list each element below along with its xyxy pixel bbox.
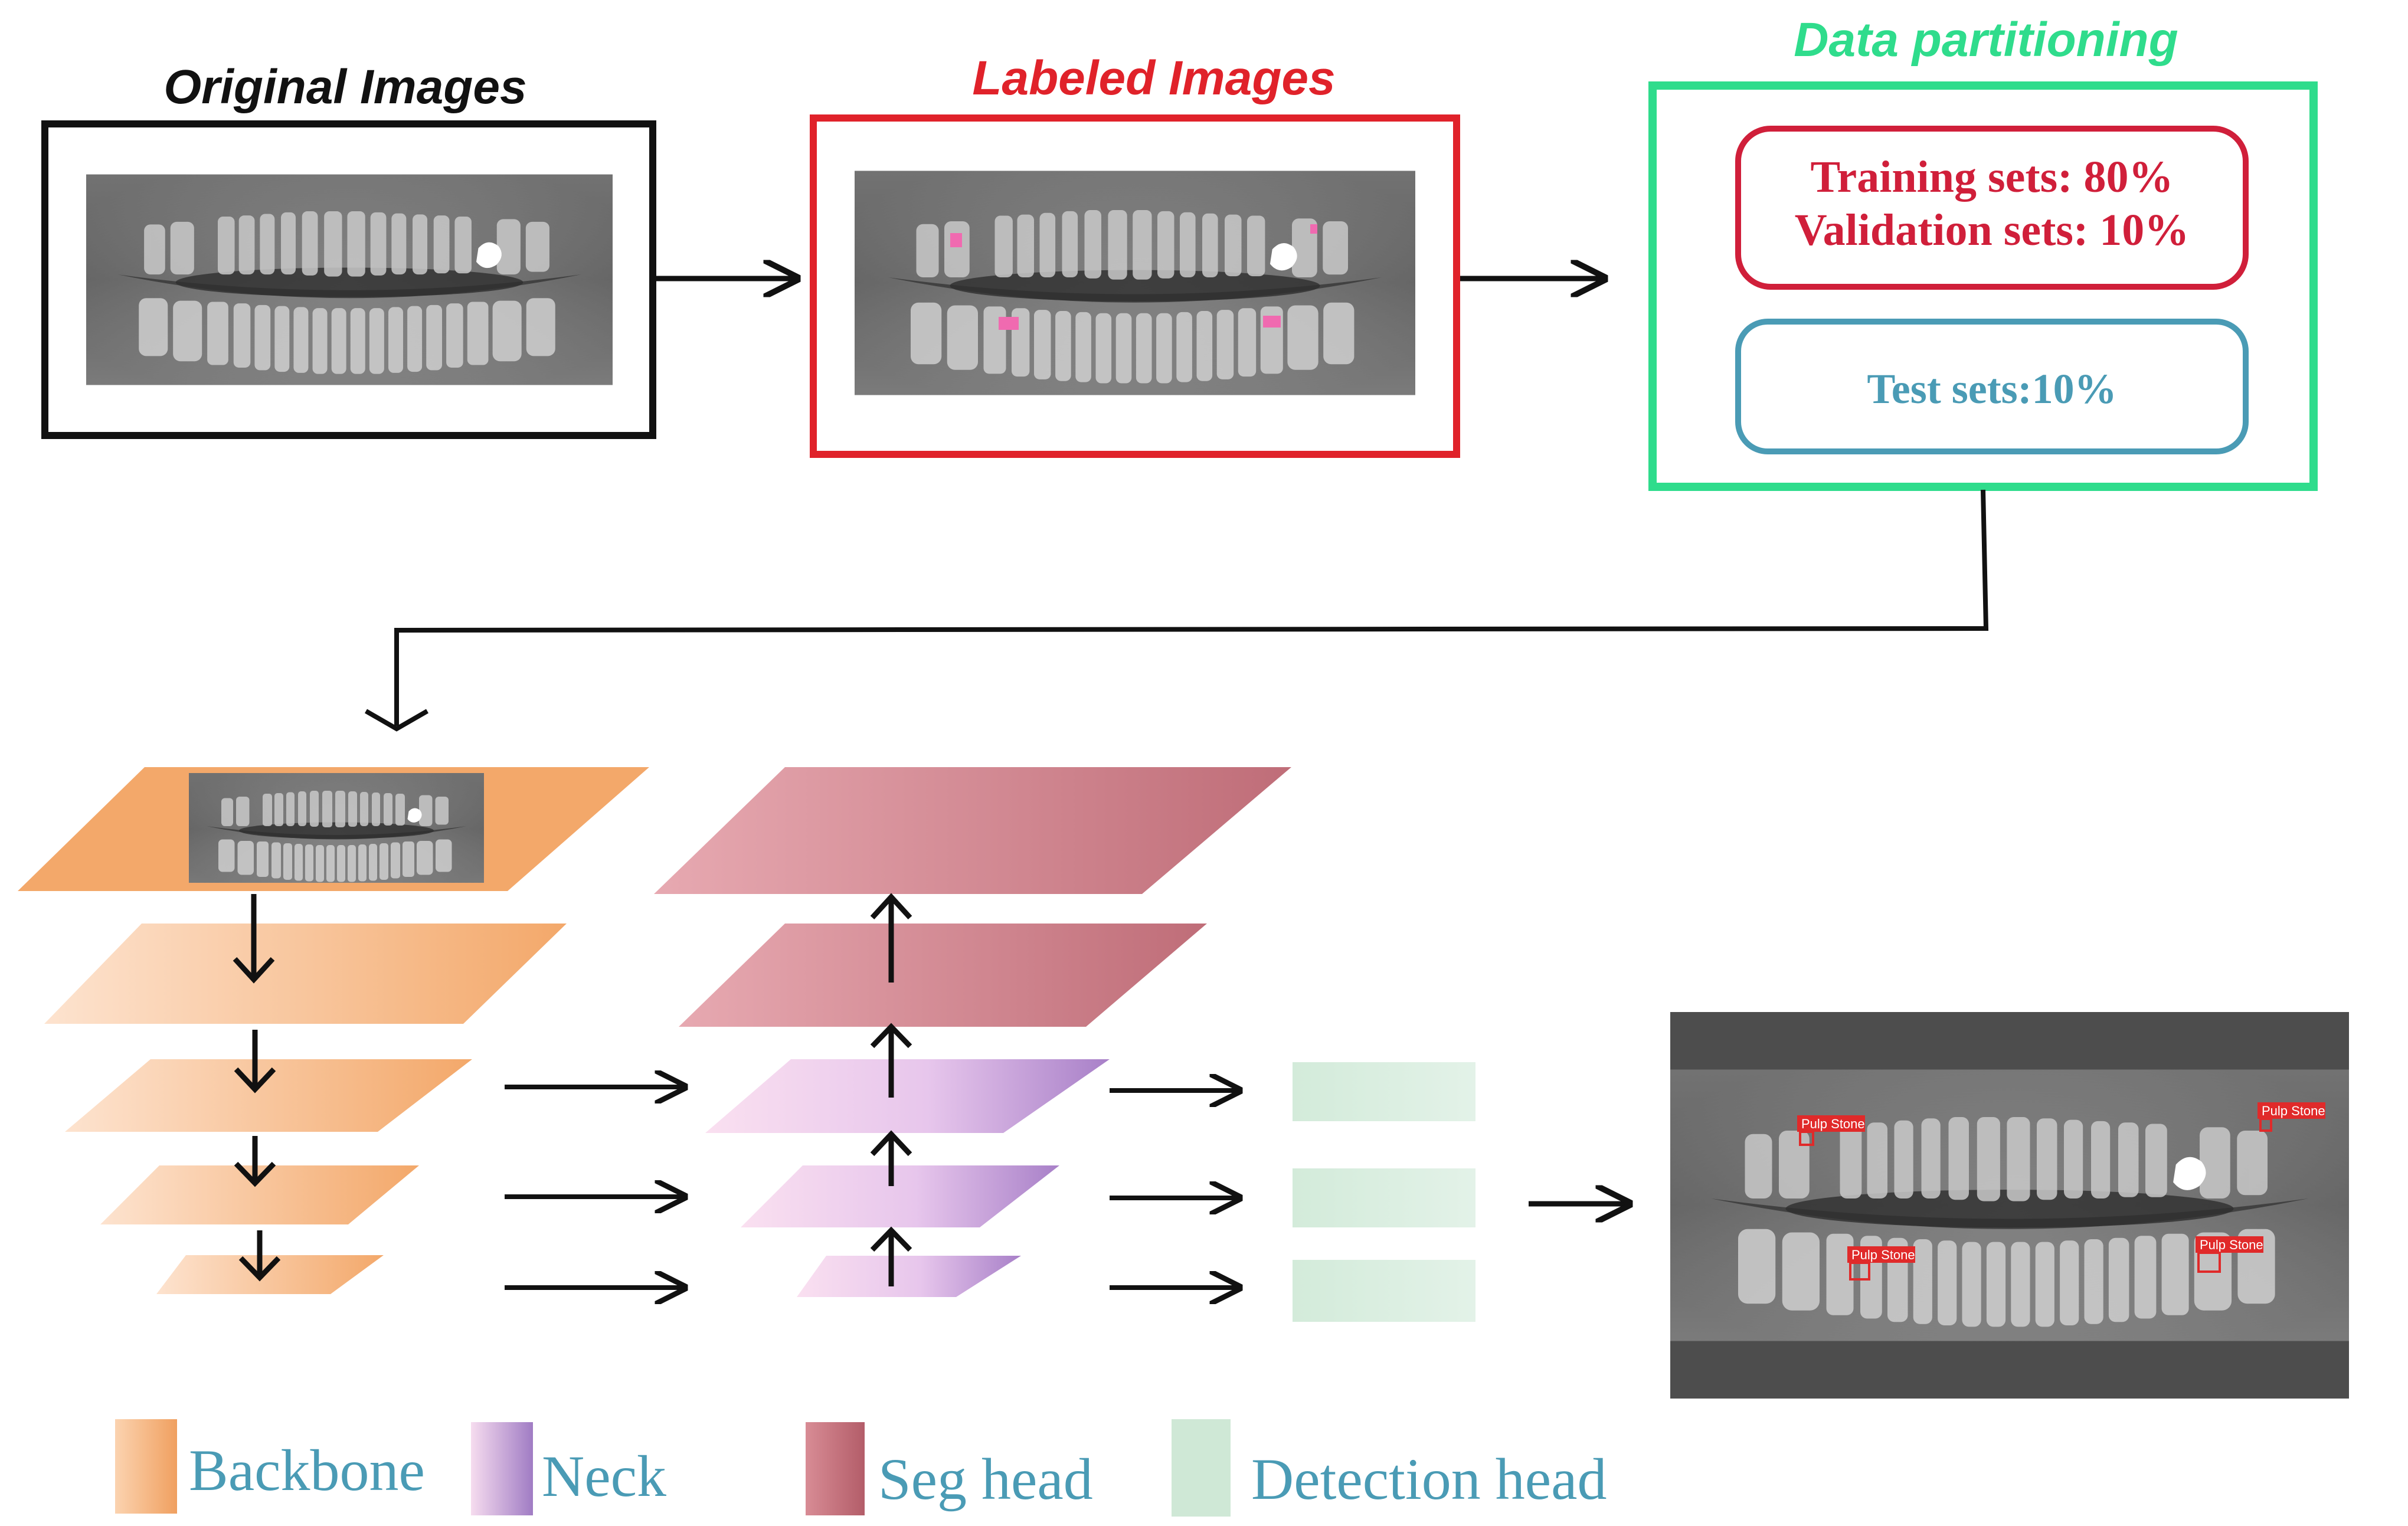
legend-swatch-seg-head bbox=[806, 1422, 865, 1515]
mask-region bbox=[950, 233, 962, 247]
detection-tag: Pulp Stone bbox=[2200, 1237, 2263, 1252]
neck-layer bbox=[705, 1059, 1110, 1133]
backbone-layer bbox=[156, 1255, 384, 1294]
arrow-up-icon bbox=[870, 1226, 912, 1252]
backbone-layer bbox=[100, 1165, 419, 1224]
arrow-down-icon bbox=[233, 957, 275, 984]
arrow-down-icon bbox=[365, 709, 428, 732]
legend: Backbone Neck Seg head Detection head bbox=[115, 1419, 1607, 1517]
legend-swatch-backbone bbox=[115, 1419, 177, 1514]
detection-tag: Pulp Stone bbox=[1801, 1116, 1865, 1131]
data-partitioning-title: Data partitioning bbox=[1794, 13, 2178, 67]
connector-line bbox=[394, 489, 1989, 726]
detection-box: Pulp Stone bbox=[1847, 1246, 1915, 1281]
arrow-down-icon bbox=[234, 1161, 276, 1187]
neck-arrows bbox=[870, 893, 912, 1286]
backbone-arrows bbox=[233, 894, 281, 1282]
arrow-up-icon bbox=[870, 1130, 912, 1157]
labeled-images-title: Labeled Images bbox=[972, 51, 1335, 105]
detection-head-block bbox=[1293, 1062, 1475, 1121]
training-sets-text: Training sets: 80% bbox=[1810, 152, 2173, 202]
labeled-images-panel bbox=[810, 114, 1460, 458]
detection-box: Pulp Stone bbox=[2258, 1102, 2325, 1132]
original-xray-image bbox=[86, 174, 613, 385]
labeled-xray-image bbox=[855, 171, 1415, 395]
mask-region bbox=[1263, 316, 1281, 328]
arrow-down-icon bbox=[234, 1067, 276, 1093]
legend-label-detection-head: Detection head bbox=[1251, 1446, 1607, 1512]
detection-tag: Pulp Stone bbox=[2262, 1103, 2325, 1118]
test-sets-text: Test sets:10% bbox=[1867, 365, 2116, 412]
neck-layer bbox=[741, 1165, 1059, 1227]
backbone-layer bbox=[44, 924, 567, 1024]
result-xray-panel: Pulp Stone Pulp Stone Pulp Stone Pulp St… bbox=[1670, 1012, 2349, 1399]
result-xray-image bbox=[1670, 1069, 2349, 1341]
detection-box: Pulp Stone bbox=[2196, 1236, 2263, 1273]
mask-region bbox=[999, 317, 1019, 330]
legend-label-backbone: Backbone bbox=[189, 1437, 425, 1503]
train-validation-box bbox=[1735, 126, 2249, 290]
mask-region bbox=[1310, 224, 1317, 234]
seg-head-layer bbox=[654, 767, 1291, 894]
legend-label-seg-head: Seg head bbox=[878, 1446, 1093, 1512]
arrow-down-icon bbox=[238, 1256, 281, 1282]
detection-box: Pulp Stone bbox=[1797, 1115, 1865, 1146]
arrow-up-icon bbox=[870, 893, 912, 920]
seg-head-layer bbox=[679, 924, 1207, 1027]
legend-swatch-neck bbox=[471, 1422, 533, 1515]
test-box bbox=[1735, 319, 2249, 454]
data-partitioning-panel: Training sets: 80% Validation sets: 10% … bbox=[1648, 81, 2318, 491]
backbone-layer bbox=[65, 1059, 472, 1132]
original-images-title: Original Images bbox=[163, 60, 526, 114]
backbone-input-layer bbox=[18, 767, 649, 891]
detection-head-block bbox=[1293, 1260, 1475, 1322]
legend-label-neck: Neck bbox=[542, 1443, 666, 1509]
arrow-up-icon bbox=[870, 1023, 912, 1049]
detection-tag: Pulp Stone bbox=[1851, 1247, 1915, 1262]
neck-layer bbox=[797, 1256, 1021, 1297]
original-images-panel bbox=[41, 120, 656, 439]
validation-sets-text: Validation sets: 10% bbox=[1795, 205, 2190, 255]
detection-head-block bbox=[1293, 1168, 1475, 1227]
legend-swatch-detection-head bbox=[1172, 1419, 1231, 1517]
